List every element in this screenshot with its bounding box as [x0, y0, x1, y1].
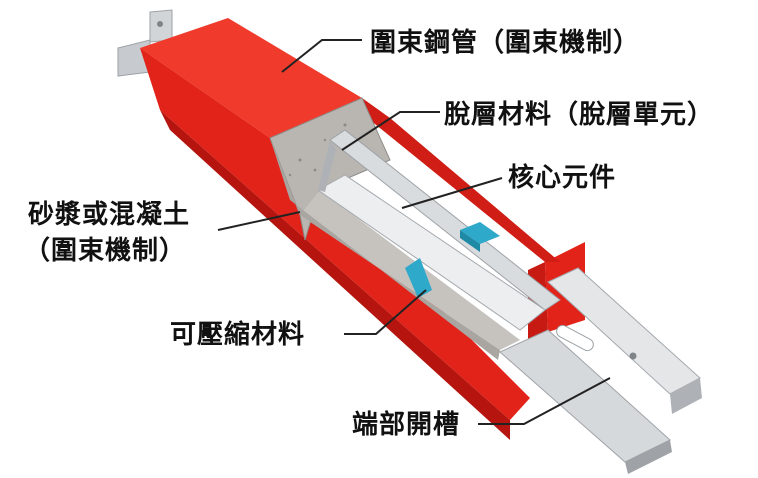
- slot-icon: [556, 324, 594, 352]
- label-mortar-line2: （圍束機制）: [24, 236, 187, 266]
- label-confining-tube: 圍束鋼管（圍束機制）: [370, 28, 641, 58]
- label-debonding-material: 脫層材料（脫層單元）: [444, 100, 715, 130]
- steel-core-element: [317, 129, 561, 331]
- label-compressible-material: 可壓縮材料: [170, 320, 306, 350]
- label-mortar-line1: 砂漿或混凝土: [28, 200, 191, 230]
- bolt-hole-icon: [629, 352, 637, 360]
- compressible-material: [405, 222, 500, 298]
- leader-lines: [217, 39, 611, 425]
- bolt-hole-icon: [157, 21, 163, 27]
- confining-steel-tube: [140, 18, 585, 440]
- core-end-right: [499, 267, 702, 474]
- label-core-element: 核心元件: [508, 163, 617, 193]
- label-end-slot: 端部開槽: [352, 410, 461, 440]
